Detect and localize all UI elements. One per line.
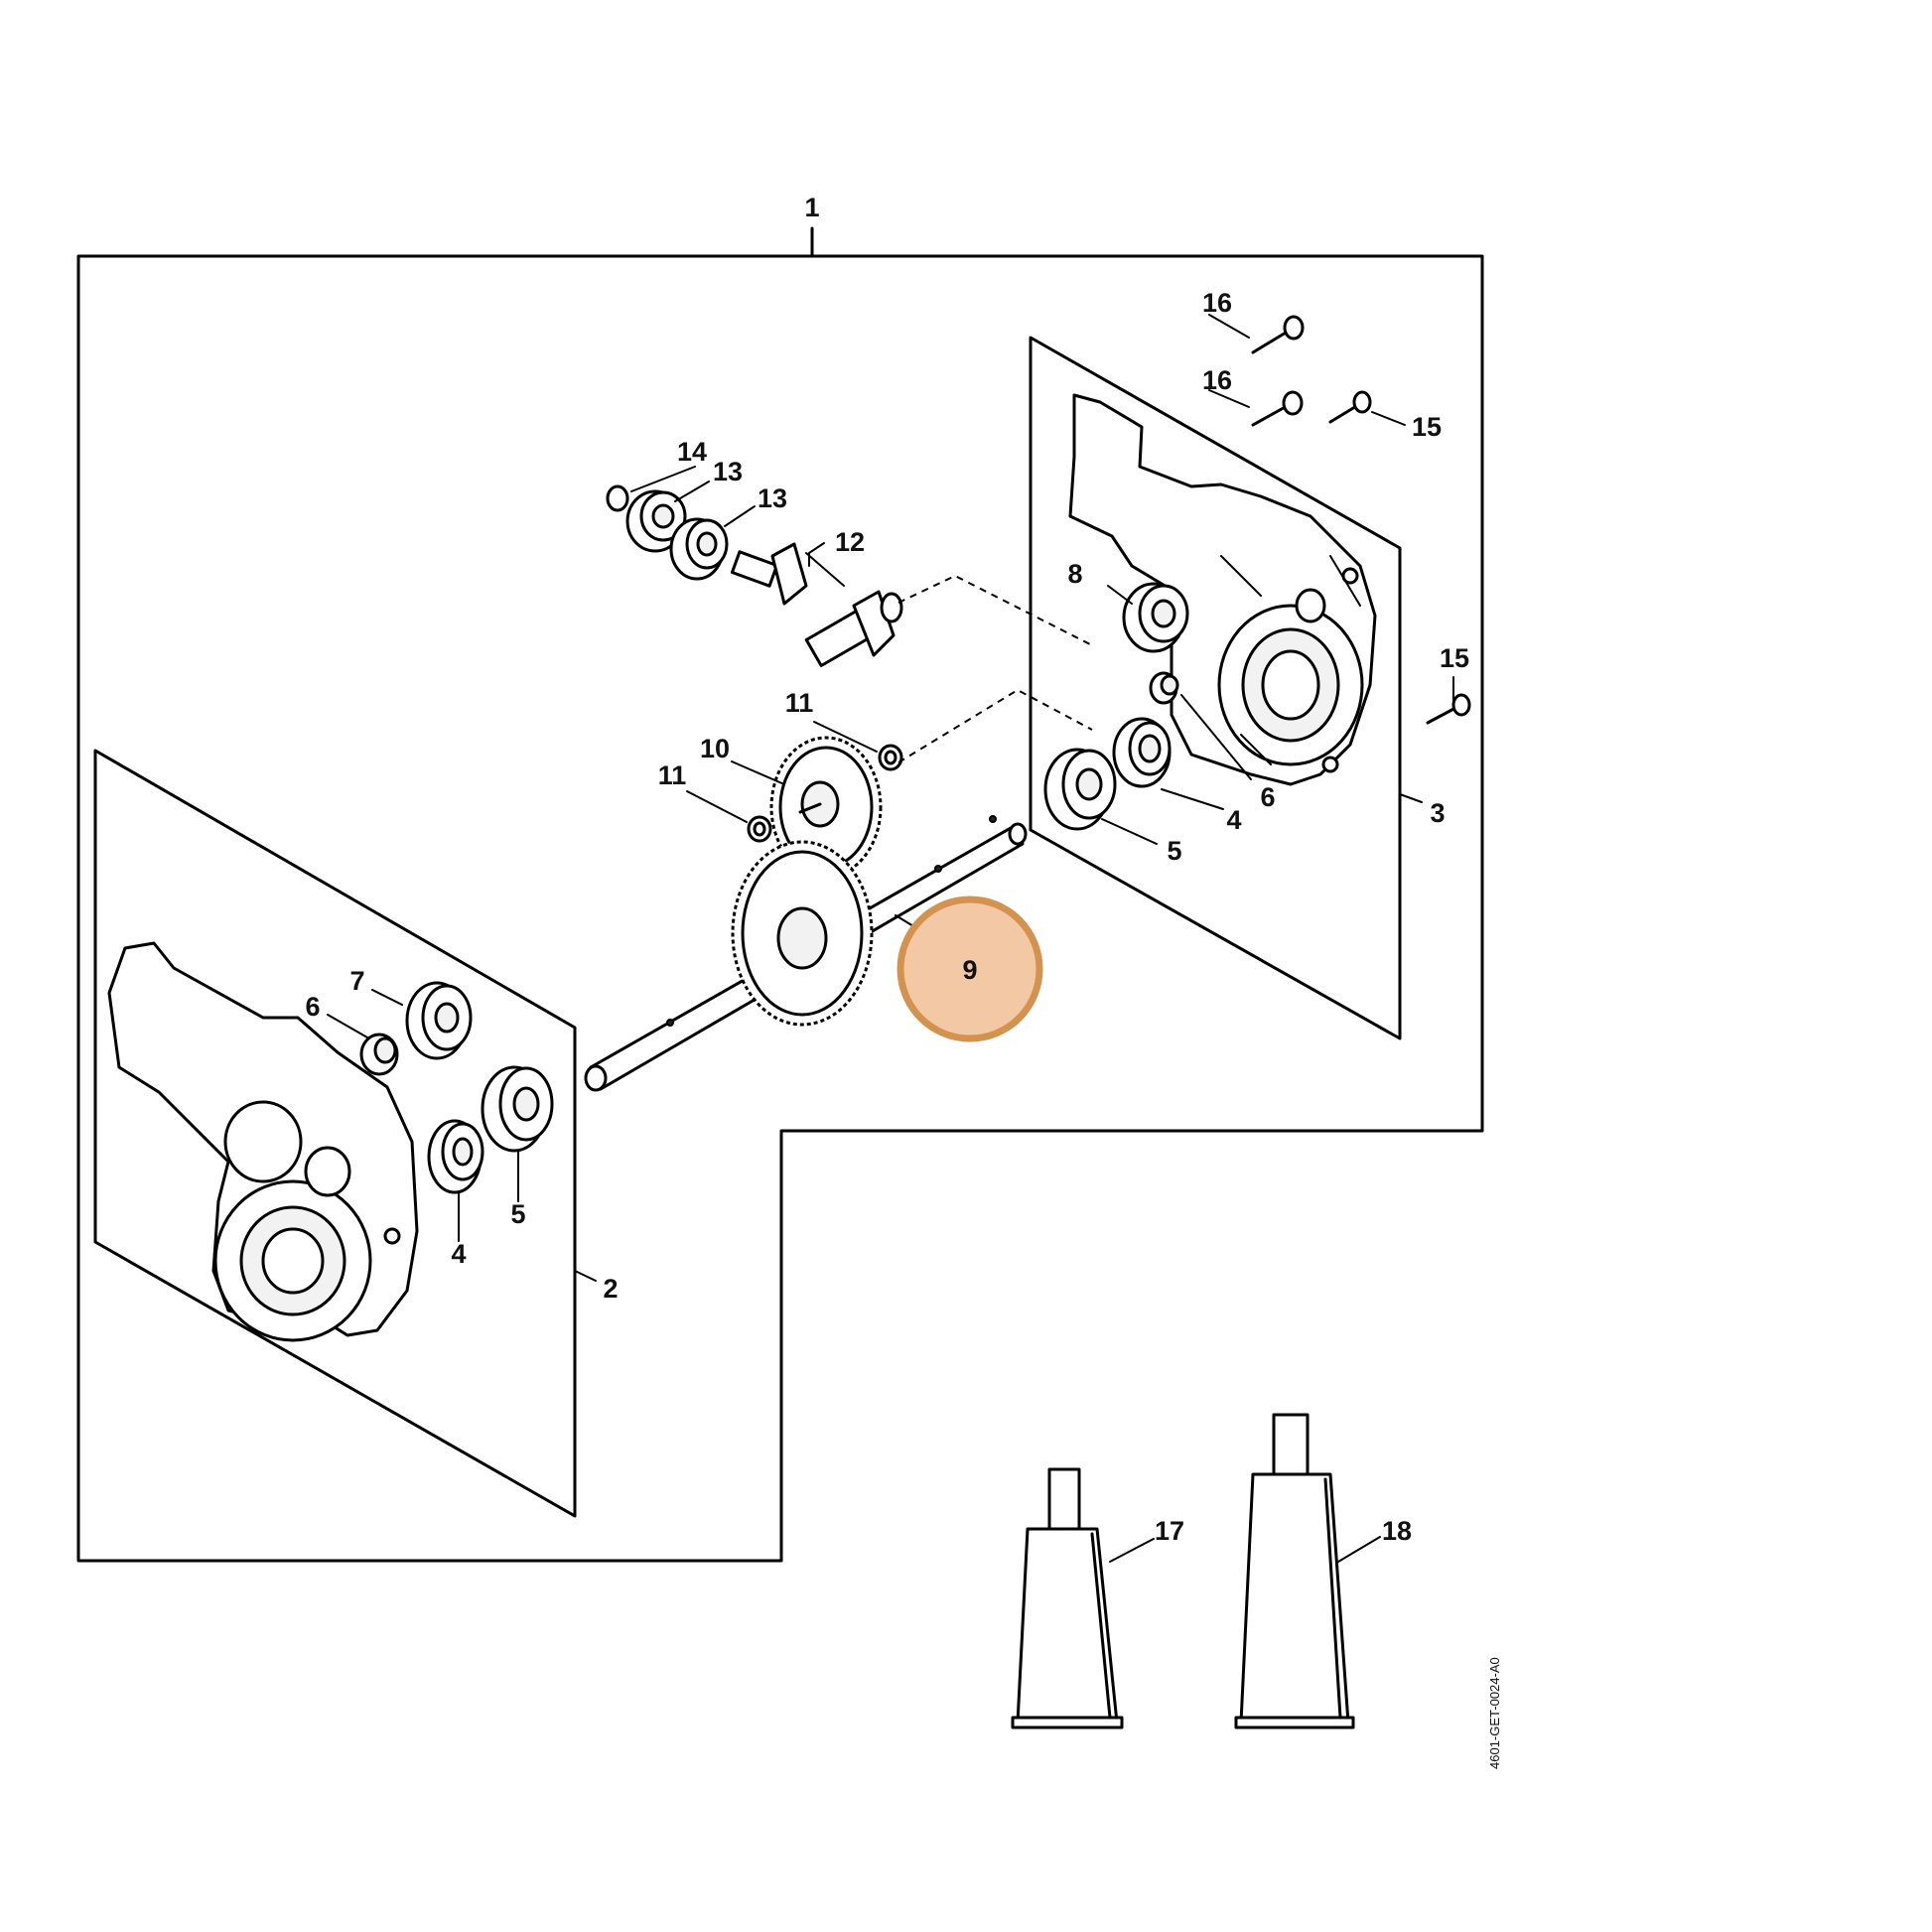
seal-4-right [1112, 717, 1172, 788]
drawing-code: 4601-GET-0024-A0 [1487, 1657, 1502, 1769]
callout-8: 8 [1067, 559, 1082, 589]
callout-11-lower: 11 [658, 760, 687, 790]
assembly-guide-lower [897, 688, 1093, 763]
grease-tube-17 [1011, 1467, 1124, 1729]
output-shaft-9 [584, 815, 1028, 1092]
callout-16-lower: 16 [1202, 365, 1232, 395]
screw-15-right [1426, 693, 1471, 725]
callout-17: 17 [1155, 1516, 1184, 1546]
gearbox-housing-right [1068, 393, 1377, 786]
callout-13-upper: 13 [713, 457, 743, 486]
bevel-gear-set [730, 542, 903, 667]
callout-5-right: 5 [1167, 836, 1181, 866]
washer-11-lower [747, 815, 772, 843]
callout-6-right: 6 [1260, 782, 1275, 812]
bearing-13b [669, 517, 729, 581]
needle-bearing-6-right [1149, 671, 1179, 705]
screw-15-upper [1328, 390, 1372, 424]
callout-5-left: 5 [510, 1199, 525, 1229]
callout-1: 1 [804, 193, 819, 222]
callout-4-left: 4 [451, 1239, 466, 1269]
screw-16-upper [1251, 315, 1305, 354]
callout-16-upper: 16 [1202, 288, 1232, 318]
bearing-8 [1122, 582, 1189, 653]
callout-4-right: 4 [1226, 805, 1241, 835]
callout-12: 12 [835, 527, 865, 557]
callout-14: 14 [677, 437, 707, 467]
assembly-frame [76, 254, 1484, 1563]
callout-18: 18 [1382, 1516, 1412, 1546]
callout-11-upper: 11 [785, 688, 814, 718]
highlight-circle-9 [897, 896, 1043, 1042]
callout-2: 2 [603, 1274, 618, 1304]
callout-6-left: 6 [305, 992, 320, 1022]
bearing-5-right [1043, 748, 1117, 831]
housing-panel-right [1029, 336, 1402, 1040]
callout-15-upper: 15 [1412, 412, 1442, 442]
callout-7: 7 [349, 966, 364, 996]
callout-13-lower: 13 [758, 483, 787, 513]
washer-11-upper [878, 744, 903, 771]
gearbox-housing-left [107, 941, 419, 1342]
bearing-14-ring [606, 484, 629, 512]
seal-4-left [427, 1119, 484, 1194]
callout-10: 10 [700, 734, 730, 763]
housing-panel-left [93, 749, 577, 1518]
grease-tube-18 [1234, 1413, 1355, 1729]
needle-bearing-6-left [359, 1033, 399, 1076]
bearing-7 [405, 981, 473, 1060]
bearing-13a [625, 489, 687, 553]
callout-9: 9 [962, 955, 977, 985]
assembly-guide-upper [897, 574, 1093, 646]
callout-15-right: 15 [1440, 643, 1469, 673]
callout-3: 3 [1430, 798, 1445, 828]
leader-lines [327, 314, 1454, 1563]
bearing-5-left [481, 1065, 554, 1153]
screw-16-lower [1251, 390, 1304, 427]
